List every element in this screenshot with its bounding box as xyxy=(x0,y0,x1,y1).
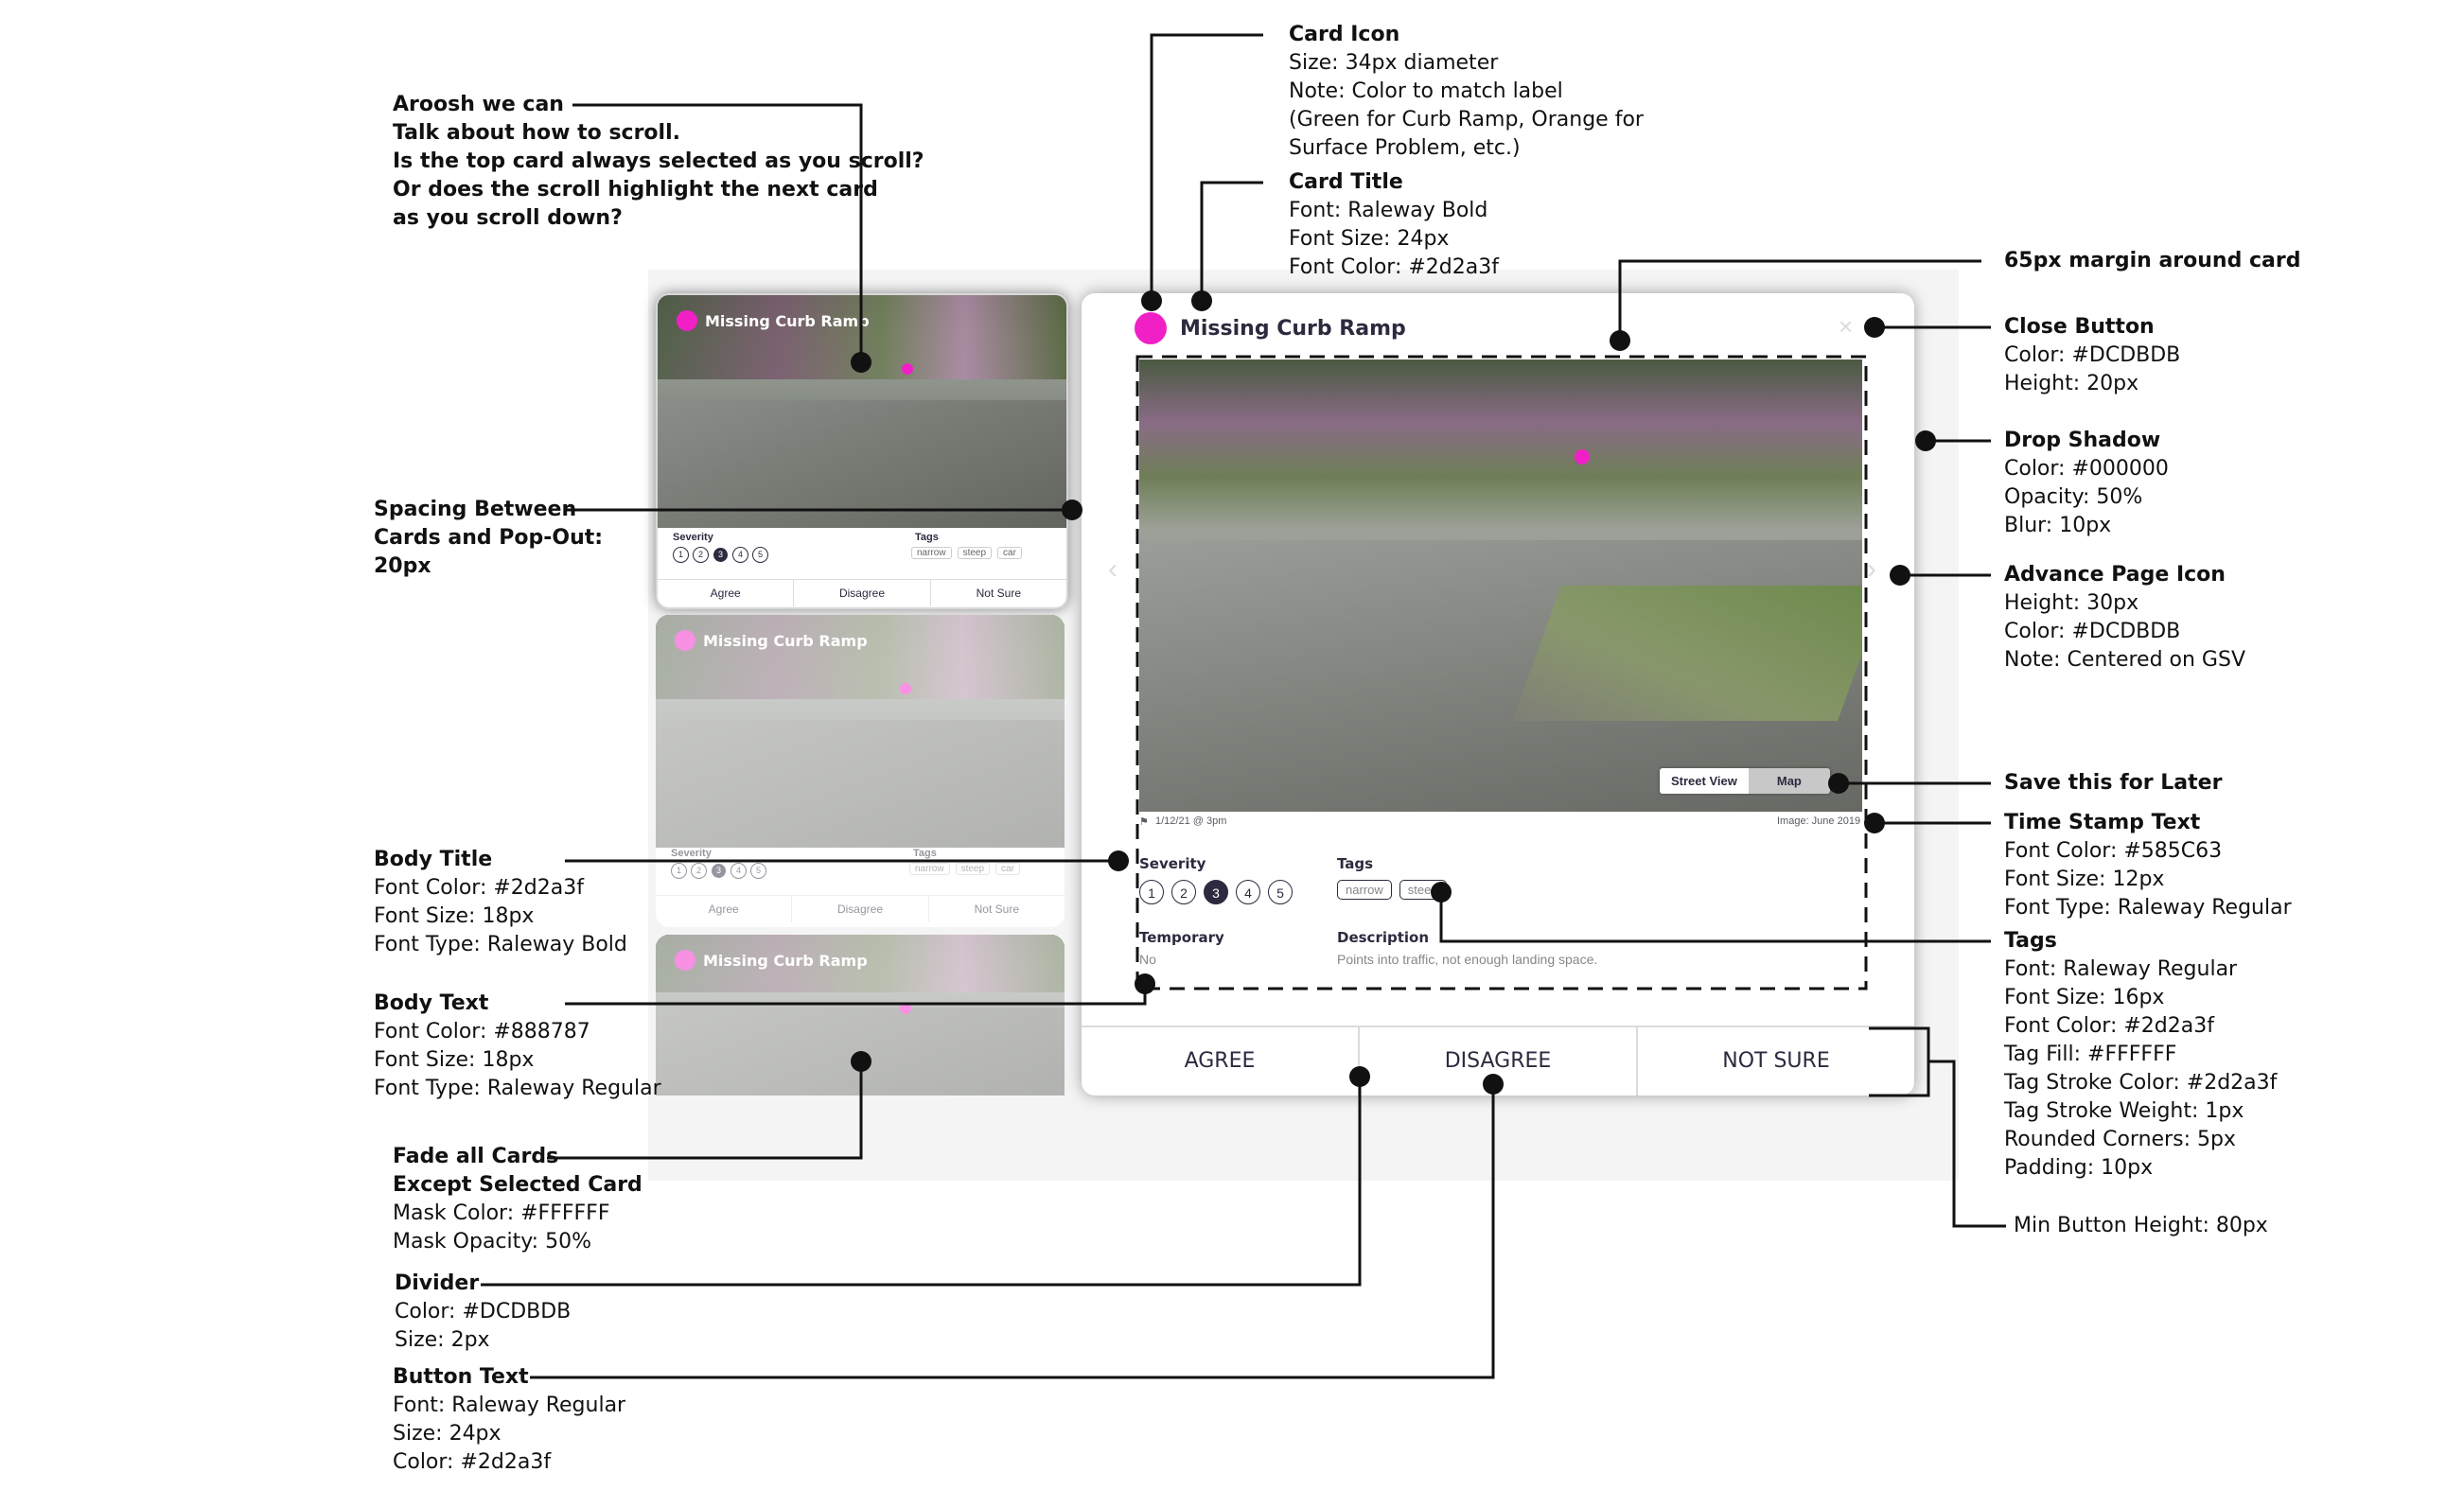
annotation-divider: Divider Color: #DCDBDB Size: 2px xyxy=(395,1271,572,1352)
severity-selector: 1 2 3 4 5 xyxy=(1139,880,1293,904)
severity-selector: 1 2 3 4 5 xyxy=(673,547,768,563)
annotation-close: Close Button Color: #DCDBDB Height: 20px xyxy=(2004,315,2181,395)
tag-list: narrow steep car xyxy=(911,547,1022,559)
severity-option-selected[interactable]: 3 xyxy=(1204,880,1228,904)
card-icon xyxy=(1135,312,1167,344)
annotation-tags: Tags Font: Raleway Regular Font Size: 16… xyxy=(2004,929,2278,1180)
tags-label: Tags xyxy=(1337,855,1374,872)
severity-option-selected[interactable]: 3 xyxy=(713,547,729,563)
annotation-advance: Advance Page Icon Height: 30px Color: #D… xyxy=(2004,563,2245,672)
validation-buttons: AGREE DISAGREE NOT SURE xyxy=(1082,1025,1914,1096)
disagree-button[interactable]: DISAGREE xyxy=(1360,1027,1638,1096)
severity-option[interactable]: 2 xyxy=(1171,880,1196,904)
annotation-save: Save this for Later xyxy=(2004,771,2223,795)
street-view-image[interactable]: Street View Map xyxy=(1139,359,1862,812)
timestamp-text: 1/12/21 @ 3pm xyxy=(1155,815,1227,827)
annotation-button-text: Button Text Font: Raleway Regular Size: … xyxy=(393,1365,626,1474)
tag: steep xyxy=(1399,880,1447,900)
annotation-spacing: Spacing Between Cards and Pop-Out: 20px xyxy=(374,498,604,578)
severity-label: Severity xyxy=(673,532,713,543)
severity-option[interactable]: 5 xyxy=(1268,880,1293,904)
fade-mask xyxy=(656,615,1065,927)
annotation-scroll: Aroosh we can Talk about how to scroll. … xyxy=(393,93,924,230)
not-sure-button[interactable]: NOT SURE xyxy=(1722,1049,1830,1073)
label-marker xyxy=(902,363,913,375)
mini-card-header: Missing Curb Ramp xyxy=(677,310,870,331)
flag-icon[interactable]: ⚑ xyxy=(1139,816,1149,828)
description-label: Description xyxy=(1337,929,1430,946)
card-title: Missing Curb Ramp xyxy=(1180,316,1406,341)
tag-list: narrow steep xyxy=(1337,880,1447,900)
severity-label: Severity xyxy=(1139,855,1206,872)
severity-option[interactable]: 4 xyxy=(1236,880,1260,904)
tag: narrow xyxy=(1337,880,1392,900)
mini-card-title: Missing Curb Ramp xyxy=(705,311,870,330)
fade-mask xyxy=(656,935,1065,1096)
annotation-fade: Fade all Cards Except Selected Card Mask… xyxy=(393,1145,642,1253)
street-view-button[interactable]: Street View xyxy=(1660,768,1749,794)
severity-option[interactable]: 4 xyxy=(732,547,748,563)
description-value: Points into traffic, not enough landing … xyxy=(1337,952,1598,967)
annotation-body-title: Body Title Font Color: #2d2a3f Font Size… xyxy=(374,848,627,956)
annotation-body-text: Body Text Font Color: #888787 Font Size:… xyxy=(374,991,661,1100)
card-header: Missing Curb Ramp xyxy=(1135,312,1406,344)
popout-card: Missing Curb Ramp × ‹ › Street View Map … xyxy=(1082,293,1914,1096)
agree-button[interactable]: Agree xyxy=(658,580,795,606)
severity-option[interactable]: 2 xyxy=(693,547,709,563)
annotation-shadow: Drop Shadow Color: #000000 Opacity: 50% … xyxy=(2004,429,2169,537)
severity-option[interactable]: 5 xyxy=(752,547,768,563)
view-toggle: Street View Map xyxy=(1660,768,1830,794)
image-date-text: Image: June 2019 xyxy=(1777,815,1861,827)
not-sure-button[interactable]: Not Sure xyxy=(976,587,1021,600)
annotation-card-icon: Card Icon Size: 34px diameter Note: Colo… xyxy=(1289,23,1644,160)
annotation-card-title: Card Title Font: Raleway Bold Font Size:… xyxy=(1289,170,1499,279)
disagree-button[interactable]: Disagree xyxy=(794,580,931,606)
annotation-min-button: Min Button Height: 80px xyxy=(2014,1214,2268,1237)
mini-card-selected[interactable]: Missing Curb Ramp Severity 1 2 3 4 5 Tag… xyxy=(656,293,1068,609)
agree-button[interactable]: AGREE xyxy=(1082,1027,1360,1096)
tag: steep xyxy=(957,547,993,559)
tag: car xyxy=(997,547,1022,559)
label-marker xyxy=(1575,449,1590,465)
chevron-left-icon[interactable]: ‹ xyxy=(1108,553,1118,585)
tags-label: Tags xyxy=(915,532,939,543)
severity-option[interactable]: 1 xyxy=(1139,880,1164,904)
close-icon[interactable]: × xyxy=(1839,312,1854,341)
chevron-right-icon[interactable]: › xyxy=(1867,553,1876,585)
card-icon xyxy=(677,310,697,331)
annotation-margin: 65px margin around card xyxy=(2004,249,2301,272)
map-button[interactable]: Map xyxy=(1748,768,1830,794)
temporary-value: No xyxy=(1139,952,1156,967)
mini-card-faded[interactable]: Missing Curb Ramp Severity 1 2 3 4 5 Tag… xyxy=(656,615,1065,927)
annotation-timestamp: Time Stamp Text Font Color: #585C63 Font… xyxy=(2004,811,2292,920)
mini-card-buttons: Agree Disagree Not Sure xyxy=(658,579,1066,606)
tag: narrow xyxy=(911,547,952,559)
temporary-label: Temporary xyxy=(1139,929,1224,946)
mini-card-faded[interactable]: Missing Curb Ramp xyxy=(656,935,1065,1096)
severity-option[interactable]: 1 xyxy=(673,547,689,563)
